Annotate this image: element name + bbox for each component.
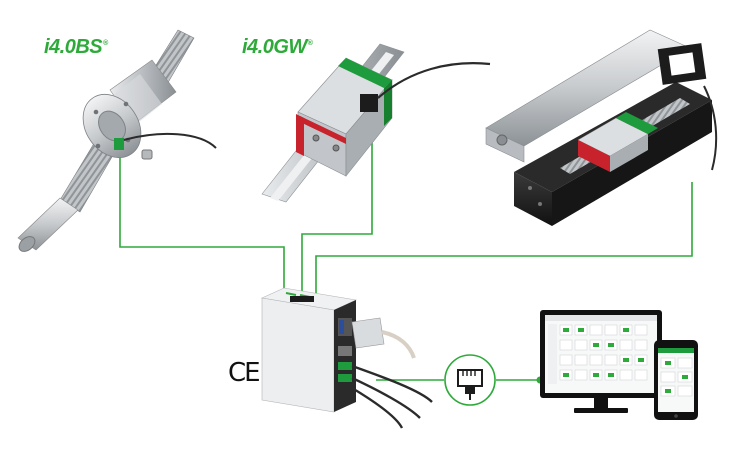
guideway-connection — [301, 110, 373, 296]
industrial-pc-icon — [260, 287, 433, 429]
ce-mark: CE — [228, 358, 261, 388]
ethernet-port-icon — [444, 354, 496, 406]
ballscrew-connection — [119, 147, 285, 296]
tablet-icon — [654, 340, 698, 420]
connection-lines — [119, 110, 693, 381]
linear-guideway-icon — [261, 43, 491, 203]
monitor-icon — [540, 310, 662, 413]
guideway-brand: i4.0GW® — [242, 36, 313, 58]
ball-screw-icon — [17, 29, 217, 252]
actuator-connection — [315, 182, 693, 296]
linear-actuator-icon — [485, 29, 718, 226]
ball-screw-brand: i4.0BS® — [44, 36, 108, 58]
